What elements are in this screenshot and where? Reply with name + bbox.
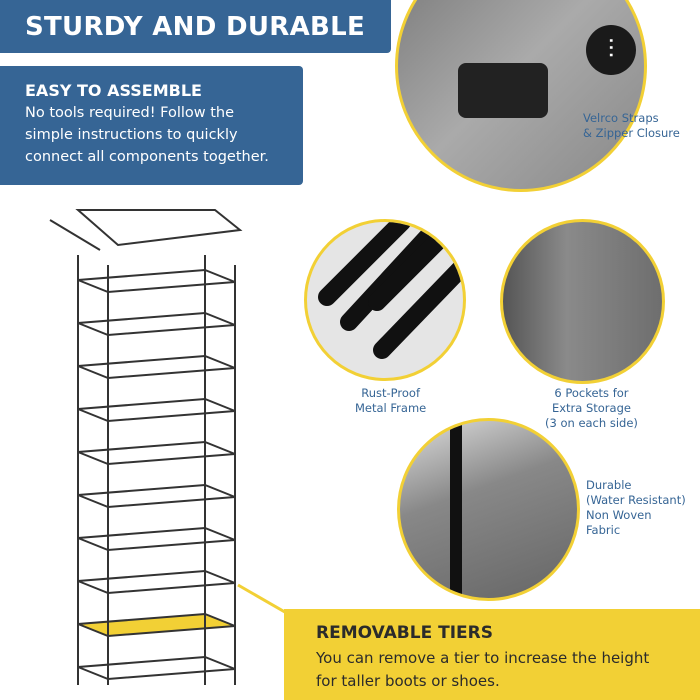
fabric-photo bbox=[397, 418, 580, 601]
shelf-tier bbox=[77, 311, 236, 337]
assemble-box: EASY TO ASSEMBLE No tools required! Foll… bbox=[0, 66, 303, 185]
shelf-tier bbox=[77, 268, 236, 294]
shelf-tier bbox=[77, 655, 236, 681]
shelf-tier bbox=[77, 483, 236, 509]
strap-shape bbox=[458, 63, 548, 118]
shelf-tier bbox=[77, 569, 236, 595]
shelf-tier bbox=[77, 354, 236, 380]
metal-frame-photo bbox=[304, 219, 466, 381]
shelf-tier bbox=[77, 612, 236, 638]
page-title: STURDY AND DURABLE bbox=[25, 12, 366, 42]
top-frame bbox=[75, 209, 243, 247]
shelf-assembly-diagram bbox=[49, 209, 290, 685]
shelf-tier bbox=[77, 526, 236, 552]
shelf-tier bbox=[77, 397, 236, 423]
removable-text: You can remove a tier to increase the he… bbox=[316, 649, 650, 690]
caption-velcro: Velrco Straps& Zipper Closure bbox=[583, 111, 680, 140]
assemble-title: EASY TO ASSEMBLE bbox=[25, 81, 202, 100]
pockets-photo bbox=[500, 219, 665, 384]
title-banner: STURDY AND DURABLE bbox=[0, 0, 391, 53]
zipper-icon: ⫶ bbox=[586, 25, 636, 75]
removable-title: REMOVABLE TIERS bbox=[316, 623, 493, 643]
shelf-tier bbox=[77, 440, 236, 466]
removable-tiers-box: REMOVABLE TIERS You can remove a tier to… bbox=[284, 609, 700, 700]
top-rail bbox=[49, 219, 101, 251]
callout-line bbox=[237, 583, 290, 617]
